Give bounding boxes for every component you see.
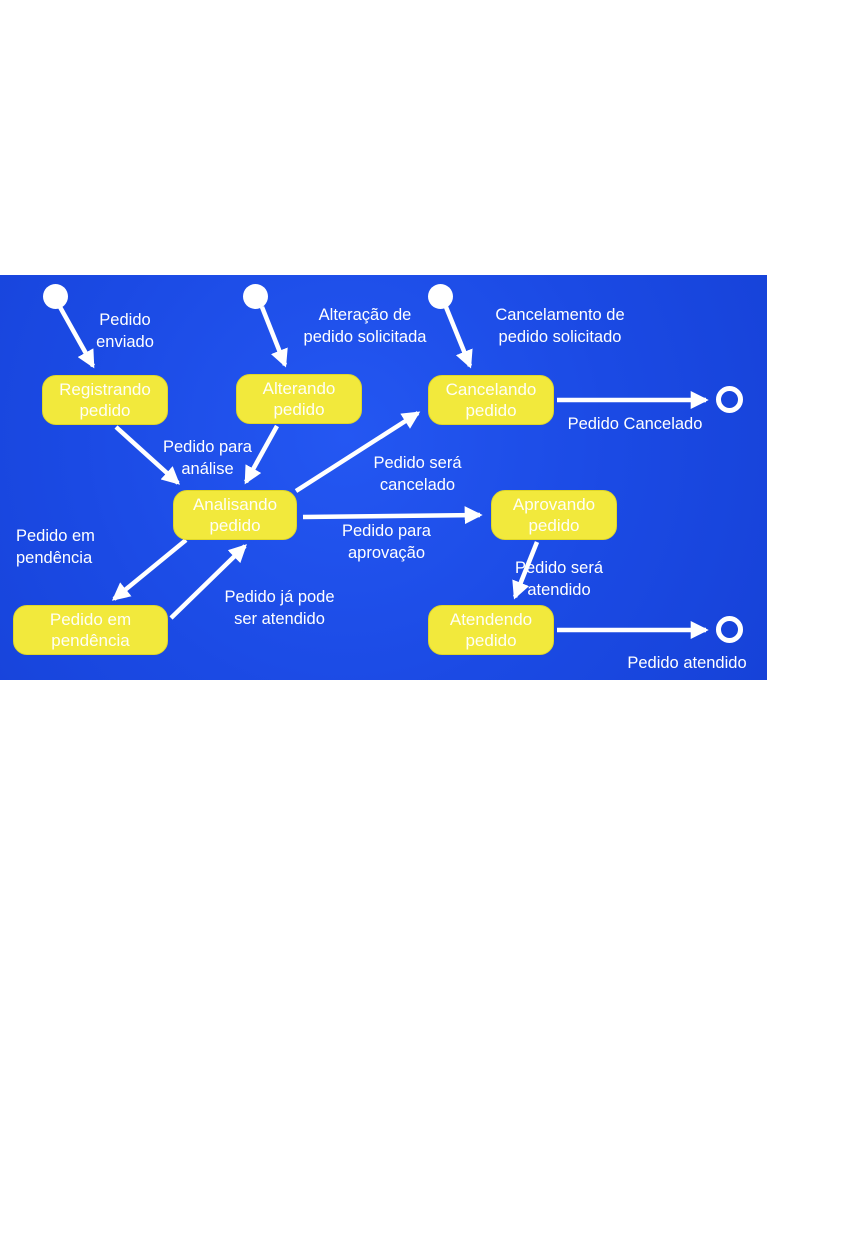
initial-state-icon <box>43 284 68 309</box>
transition-arrow-cancelamento-solicitado <box>443 306 473 369</box>
transition-label-cancelamento-solicitado: Cancelamento de pedido solicitado <box>495 306 625 346</box>
initial-state-icon <box>428 284 453 309</box>
transition-label-pedido-em-pendencia: Pedido em pendência <box>16 527 95 567</box>
transition-label-pedido-ja-pode-ser-atendido: Pedido já pode ser atendido <box>224 588 335 628</box>
transition-label-pedido-para-analise: Pedido para análise <box>163 438 252 478</box>
final-state-icon <box>716 616 743 643</box>
transition-label-alteracao-solicitada: Alteração de pedido solicitada <box>303 306 427 346</box>
state-aprovando-pedido: Aprovando pedido <box>491 490 617 540</box>
state-pedido-em-pendencia: Pedido em pendência <box>13 605 168 655</box>
state-atendendo-pedido: Atendendo pedido <box>428 605 554 655</box>
transition-label-pedido-para-aprovacao: Pedido para aprovação <box>342 522 431 562</box>
transition-arrow-pedido-em-pendencia <box>111 538 188 601</box>
transition-label-pedido-atendido: Pedido atendido <box>627 654 747 672</box>
transition-arrow-alteracao-solicitada <box>259 306 288 368</box>
state-alterando-pedido: Alterando pedido <box>236 374 362 424</box>
state-diagram-panel: Registrando pedido Alterando pedido Canc… <box>0 275 767 680</box>
final-state-icon <box>716 386 743 413</box>
state-analisando-pedido: Analisando pedido <box>173 490 297 540</box>
initial-state-icon <box>243 284 268 309</box>
state-registrando-pedido: Registrando pedido <box>42 375 168 425</box>
state-cancelando-pedido: Cancelando pedido <box>428 375 554 425</box>
transition-label-pedido-sera-cancelado: Pedido será cancelado <box>373 454 462 494</box>
transition-label-pedido-cancelado: Pedido Cancelado <box>567 415 703 433</box>
transition-label-pedido-sera-atendido: Pedido será atendido <box>514 559 604 599</box>
transition-label-pedido-enviado: Pedido enviado <box>96 311 154 351</box>
transition-arrow-pedido-para-aprovacao <box>302 506 483 525</box>
